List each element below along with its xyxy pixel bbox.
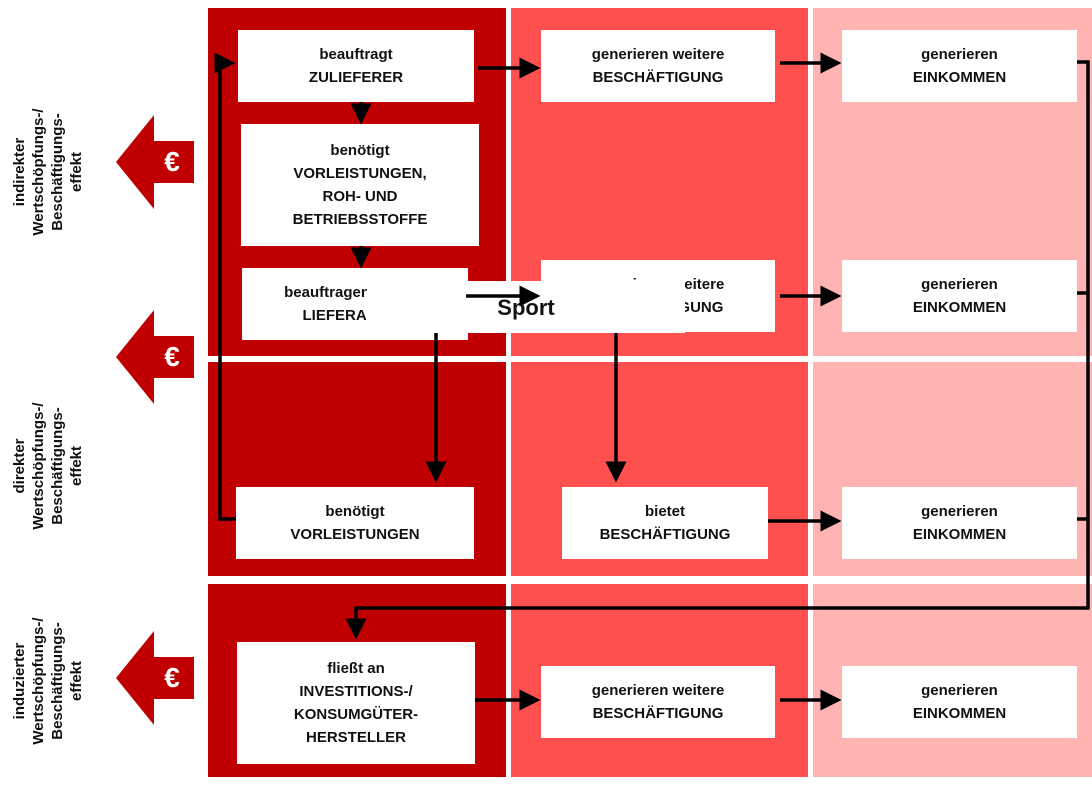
box-einkommen-1: generieren EINKOMMEN: [842, 30, 1077, 102]
box-beschaeftigung-1: generieren weitere BESCHÄFTIGUNG: [541, 30, 775, 102]
box-bietet-beschaeftigung: bietet BESCHÄFTIGUNG: [562, 487, 768, 559]
box-beschaeftigung-1-text: generieren weitere BESCHÄFTIGUNG: [591, 46, 725, 86]
box-einkommen-2: generieren EINKOMMEN: [842, 260, 1077, 332]
euro-arrow-icon-direct: €: [116, 310, 194, 404]
euro-icon: €: [164, 662, 180, 693]
box-vorleistungen-text: benötigt VORLEISTUNGEN: [290, 503, 420, 543]
box-zulieferer-text: beauftragt ZULIEFERER: [308, 46, 404, 86]
box-investitions: fließt an INVESTITIONS-/ KONSUMGÜTER- HE…: [237, 642, 475, 764]
left-arrow-icon: [116, 631, 194, 725]
box-vorleistungen: benötigt VORLEISTUNGEN: [236, 487, 474, 559]
box-bietet-beschaeftigung-text: bietet BESCHÄFTIGUNG: [599, 503, 731, 543]
box-investitions-text: fließt an INVESTITIONS-/ KONSUMGÜTER- HE…: [293, 660, 419, 746]
box-vorleistungen-roh: benötigt VORLEISTUNGEN, ROH- UND BETRIEB…: [241, 124, 479, 246]
euro-icon: €: [164, 341, 180, 372]
euro-arrow-icon-induced: €: [116, 631, 194, 725]
left-arrow-icon: [116, 310, 194, 404]
box-zulieferer: beauftragt ZULIEFERER: [238, 30, 474, 102]
box-einkommen-2-text: generieren EINKOMMEN: [912, 276, 1007, 316]
box-beschaeftigung-3: generieren weitere BESCHÄFTIGUNG: [541, 666, 775, 738]
arrow-vorleistungen-loop-to-zulieferer: [214, 52, 236, 521]
box-einkommen-4-text: generieren EINKOMMEN: [912, 682, 1007, 722]
box-einkommen-4: generieren EINKOMMEN: [842, 666, 1077, 738]
box-einkommen-1-text: generieren EINKOMMEN: [912, 46, 1007, 86]
left-arrow-icon: [116, 115, 194, 209]
arrow-einkommen-return-to-investitions: [345, 60, 1090, 640]
box-einkommen-3: generieren EINKOMMEN: [842, 487, 1077, 559]
box-beschaeftigung-3-text: generieren weitere BESCHÄFTIGUNG: [591, 682, 725, 722]
connector-arrows: [214, 52, 1090, 711]
box-einkommen-3-text: generieren EINKOMMEN: [912, 503, 1007, 543]
box-vorleistungen-roh-text: benötigt VORLEISTUNGEN, ROH- UND BETRIEB…: [292, 142, 428, 228]
euro-arrow-icon-indirect: €: [116, 115, 194, 209]
euro-icon: €: [164, 146, 180, 177]
